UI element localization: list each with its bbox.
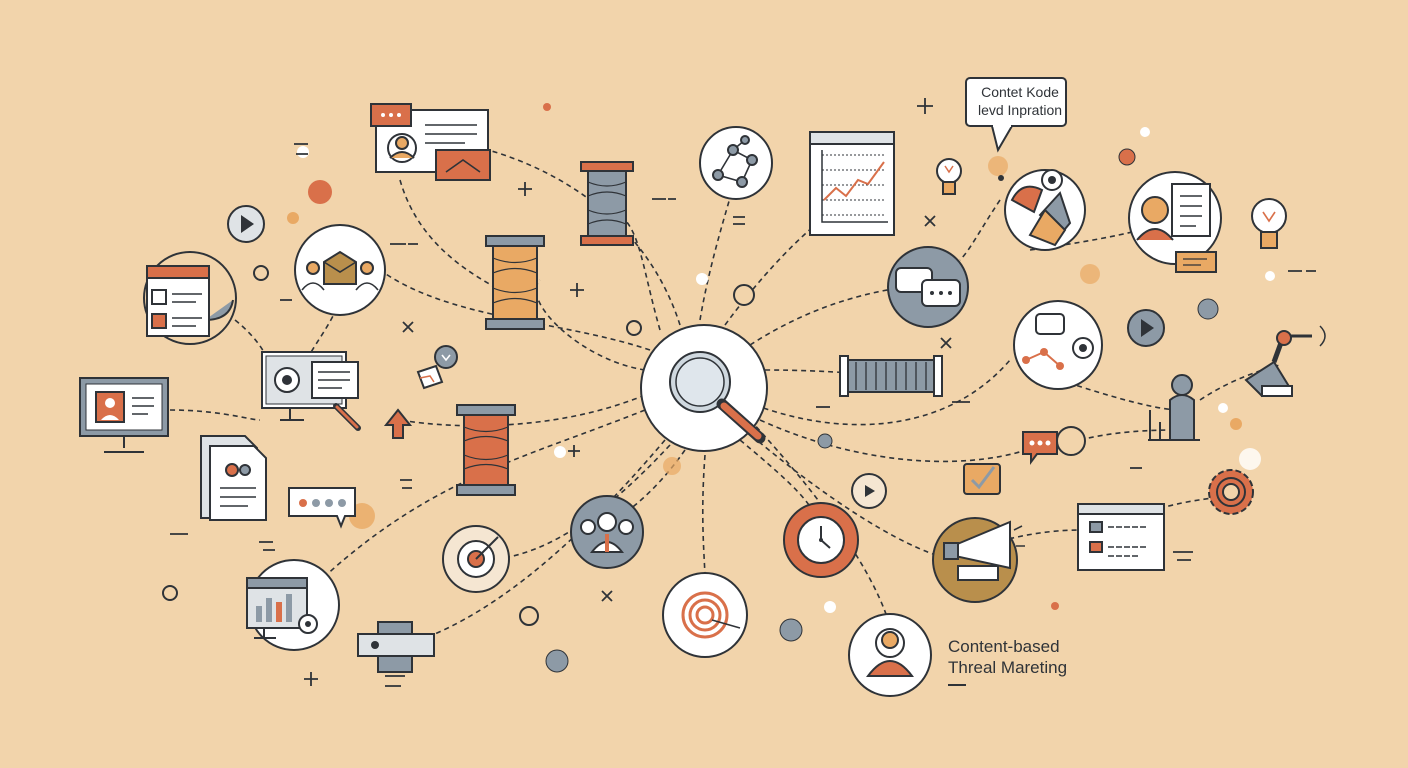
settings-monitor-icon	[261, 351, 361, 431]
user-avatar-icon	[848, 613, 932, 697]
target-icon	[442, 525, 510, 593]
checklist-window-icon	[1077, 503, 1165, 571]
robot-arm-icon	[1244, 325, 1326, 398]
caption-text: Content-based Threal Mareting	[948, 636, 1067, 686]
package-exchange-icon	[294, 224, 386, 316]
thread-spool-icon	[580, 161, 634, 246]
video-play-icon	[1127, 309, 1165, 347]
callout-line-2: levd Inpration	[977, 102, 1063, 118]
line-chart-window-icon	[809, 131, 895, 236]
magnifier-icon	[640, 324, 768, 452]
callout-line-1: Contet Kode	[981, 84, 1059, 100]
analytics-dashboard-icon	[246, 559, 340, 651]
caption-underline	[948, 684, 966, 686]
chat-node-icon	[1022, 431, 1058, 465]
thread-spool-icon	[839, 355, 943, 397]
caption-line-2: Threal Mareting	[948, 658, 1068, 677]
location-pin-icon	[434, 345, 458, 369]
chat-network-icon	[1013, 300, 1103, 390]
megaphone-icon	[932, 517, 1025, 603]
chat-bubbles-icon	[887, 246, 969, 328]
typing-bubble-icon	[288, 487, 356, 529]
document-icon	[200, 435, 267, 521]
fingerprint-icon	[662, 572, 748, 658]
video-play-icon	[227, 205, 265, 243]
presenter-chart-icon	[1148, 374, 1200, 441]
user-profile-card-icon	[1128, 171, 1222, 273]
clock-icon	[783, 502, 859, 578]
thread-spool-icon	[456, 404, 516, 496]
decor-dots	[162, 103, 1275, 673]
profile-window-icon	[370, 103, 491, 181]
team-icon	[570, 495, 644, 569]
lightbulb-icon	[1251, 198, 1287, 249]
checkmark-icon	[963, 463, 1001, 495]
envelope-icon	[416, 364, 444, 390]
callout-text: Contet Kode levd Inpration	[975, 83, 1065, 119]
gear-icon	[1208, 469, 1254, 515]
network-graph-icon	[699, 126, 773, 200]
machine-icon	[357, 621, 435, 673]
caption-line-1: Content-based	[948, 637, 1060, 656]
thread-spool-icon	[485, 235, 545, 330]
monitor-profile-icon	[79, 377, 169, 453]
video-play-icon	[851, 473, 887, 509]
profile-card-icon	[143, 251, 237, 345]
gear-tool-icon	[1004, 169, 1086, 251]
lightbulb-icon	[936, 158, 962, 195]
upload-arrow-icon	[383, 408, 413, 439]
speech-callout	[965, 77, 1067, 153]
decor-marks	[170, 98, 1316, 687]
